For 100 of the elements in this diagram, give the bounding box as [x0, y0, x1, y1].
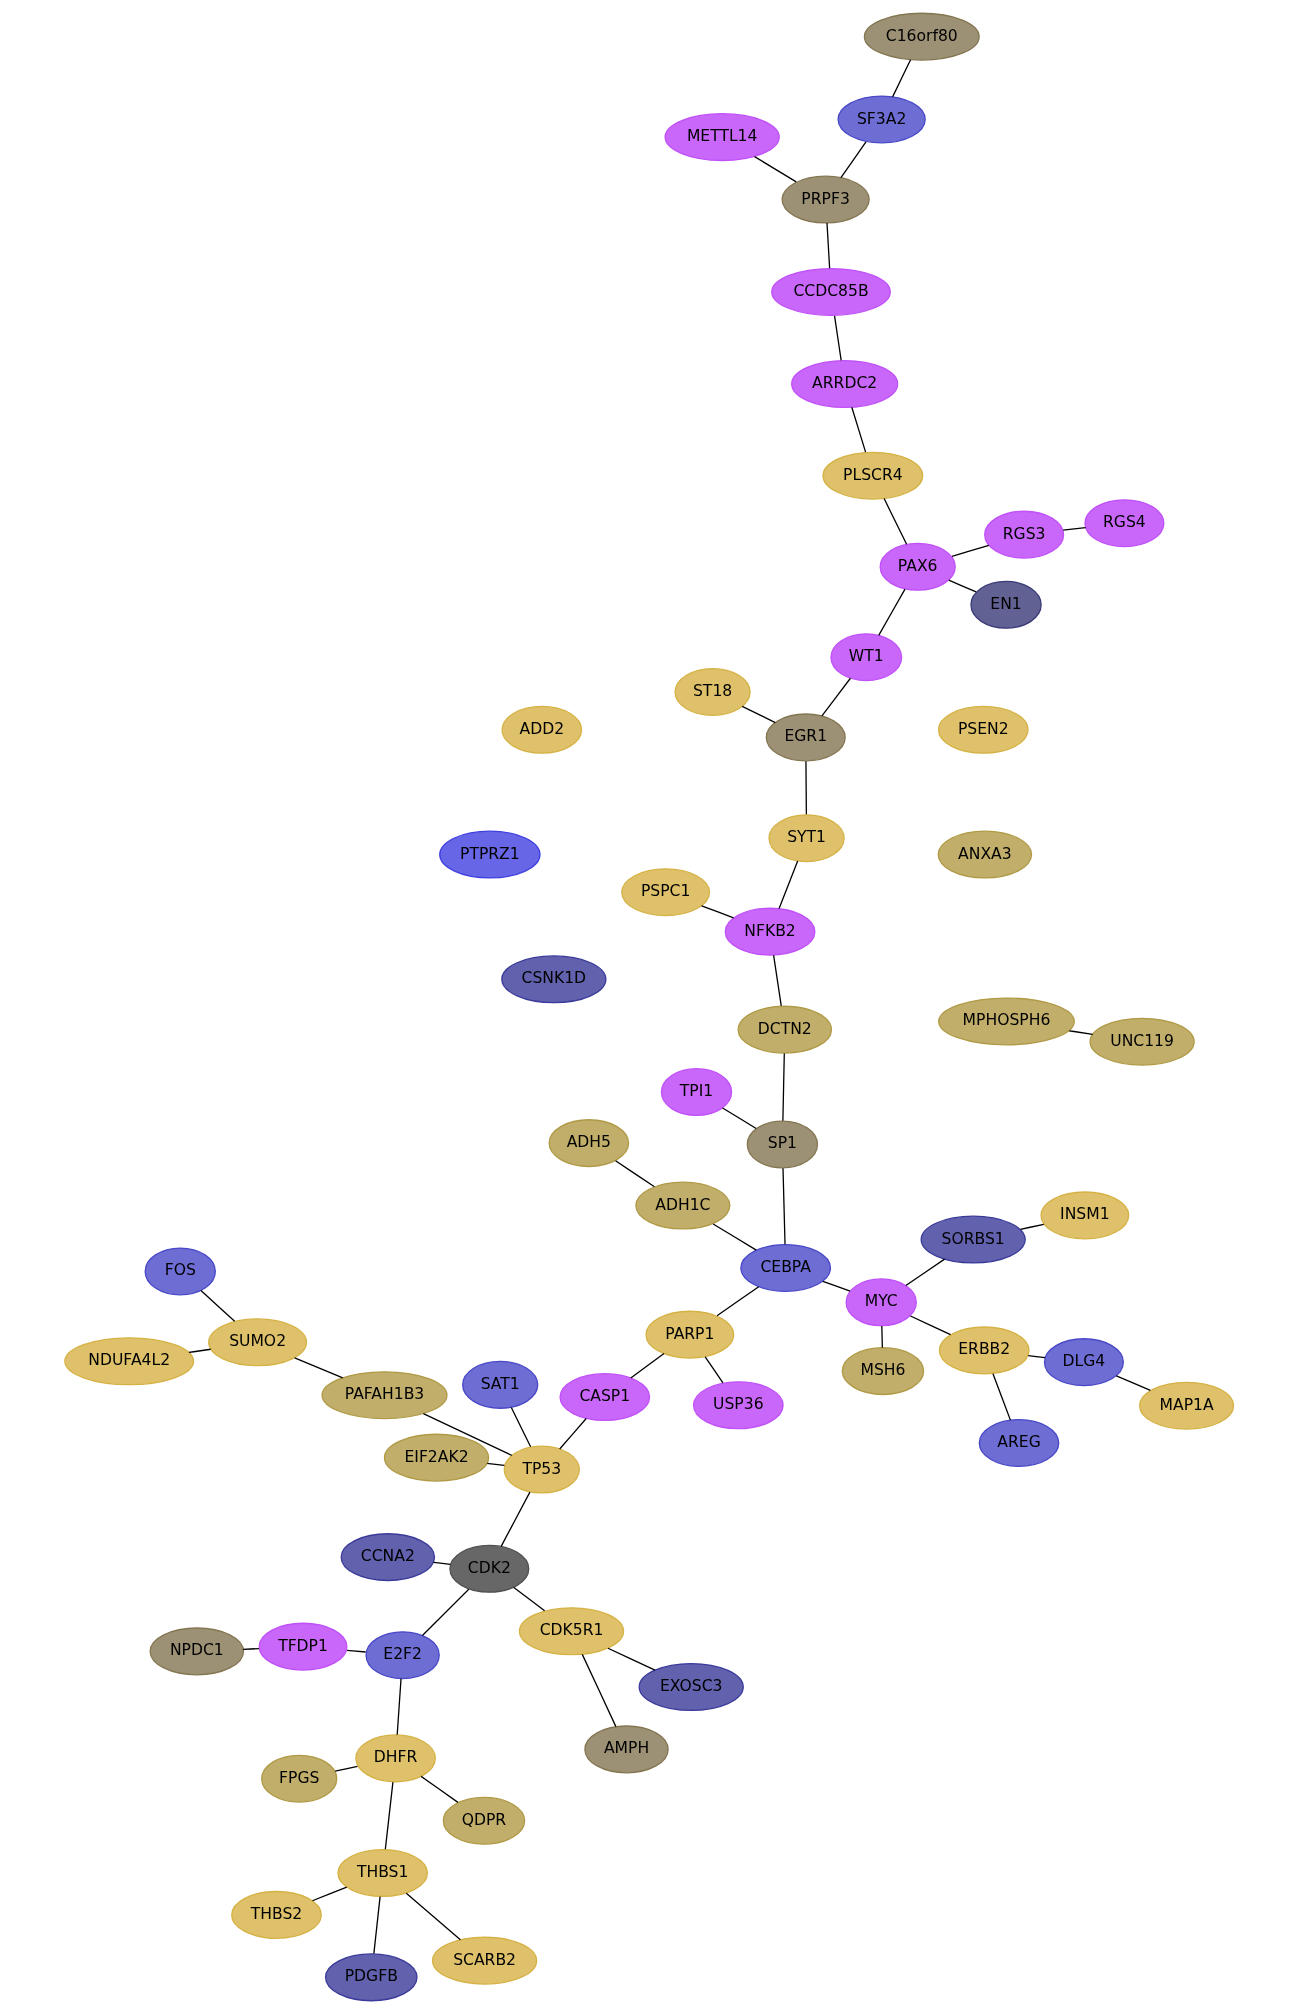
node-ellipse: FPGS [260, 1754, 337, 1803]
node-ellipse: QDPR [442, 1796, 525, 1845]
connector [700, 905, 734, 919]
node-ellipse: DLG4 [1043, 1338, 1124, 1387]
connector [486, 1462, 505, 1466]
node-ellipse: ERBB2 [938, 1326, 1030, 1375]
connector [772, 954, 782, 1007]
connector [512, 1586, 545, 1612]
connector [839, 141, 867, 179]
connector [405, 1892, 461, 1941]
connector [909, 1315, 951, 1336]
node-ellipse: TFDP1 [258, 1622, 347, 1671]
connector [500, 1491, 531, 1548]
node-ellipse: PAX6 [879, 542, 956, 591]
connector [1062, 527, 1086, 531]
node-ellipse: ST18 [673, 667, 751, 717]
node-ellipse: MAP1A [1138, 1381, 1234, 1430]
node-ellipse: THBS2 [230, 1890, 322, 1939]
node-ellipse: MYC [845, 1278, 917, 1327]
node-ellipse: PARP1 [644, 1310, 734, 1359]
connector [420, 1775, 459, 1804]
connector [432, 1561, 451, 1565]
node-ellipse: INSM1 [1039, 1191, 1129, 1240]
node-ellipse: CCDC85B [770, 267, 891, 316]
node-ellipse: EXOSC3 [638, 1662, 744, 1712]
node-ellipse: EGR1 [765, 713, 846, 762]
connector [825, 222, 830, 269]
node-ellipse: TP53 [503, 1445, 580, 1494]
node-ellipse: CCNA2 [340, 1533, 435, 1582]
node-ellipse: SAT1 [461, 1360, 538, 1409]
node-ellipse: MPHOSPH6 [937, 997, 1075, 1046]
connector [820, 677, 851, 717]
node-ellipse: CEBPA [739, 1243, 831, 1292]
connector [334, 1765, 358, 1772]
connector [804, 760, 807, 815]
connector [372, 1895, 381, 1955]
node-ellipse: ANXA3 [937, 830, 1032, 879]
node-ellipse: SORBS1 [920, 1215, 1026, 1264]
node-ellipse: E2F2 [364, 1631, 440, 1680]
node-ellipse: EIF2AK2 [383, 1433, 489, 1482]
connector [991, 1373, 1011, 1421]
connector [606, 1647, 656, 1671]
connector [781, 1167, 786, 1245]
node-ellipse: PTPRZ1 [438, 830, 541, 879]
connector [558, 1417, 587, 1450]
node-ellipse: METTL14 [663, 113, 780, 162]
node-ellipse: CSNK1D [500, 955, 606, 1004]
connector [715, 1286, 759, 1317]
node-ellipse: DCTN2 [737, 1005, 832, 1054]
node-ellipse: SCARB2 [431, 1936, 537, 1985]
connector [1019, 1223, 1044, 1230]
node-ellipse: C16orf80 [863, 12, 980, 61]
node-ellipse: MSH6 [841, 1347, 924, 1396]
connector [629, 1352, 665, 1379]
connector [753, 155, 797, 183]
connector [241, 1648, 260, 1650]
connector [947, 579, 977, 593]
connector [422, 1412, 512, 1456]
connector [891, 59, 911, 98]
node-ellipse: USP36 [692, 1381, 784, 1430]
connector [1115, 1375, 1151, 1391]
connector [704, 1356, 724, 1384]
connector [345, 1649, 366, 1653]
node-ellipse: SYT1 [767, 814, 845, 863]
connector [1068, 1030, 1093, 1035]
node-ellipse: TPI1 [660, 1068, 732, 1117]
node-ellipse: PRPF3 [780, 175, 870, 224]
connector [712, 1223, 757, 1251]
connector [904, 1258, 945, 1287]
connector [721, 1107, 757, 1130]
node-ellipse: ADH1C [634, 1181, 730, 1230]
node-ellipse: ADD2 [501, 705, 582, 754]
node-ellipse: ARRDC2 [790, 359, 898, 409]
connector [950, 544, 989, 558]
node-ellipse: AREG [978, 1418, 1059, 1468]
node-ellipse: NPDC1 [149, 1627, 244, 1676]
connector [187, 1348, 211, 1354]
connector [311, 1886, 347, 1902]
node-ellipse: SF3A2 [837, 95, 926, 144]
connector [293, 1357, 343, 1379]
node-ellipse: RGS4 [1083, 499, 1164, 548]
node-ellipse: SP1 [746, 1120, 818, 1169]
node-ellipse: THBS1 [336, 1848, 428, 1898]
node-ellipse: NFKB2 [724, 907, 815, 956]
node-ellipse: PLSCR4 [821, 451, 923, 500]
connector [581, 1653, 617, 1728]
connector [880, 1325, 883, 1349]
node-ellipse: WT1 [829, 633, 902, 682]
node-ellipse: PSPC1 [620, 868, 710, 917]
connector [614, 1160, 655, 1188]
connector [384, 1781, 394, 1850]
node-ellipse: EN1 [969, 580, 1042, 629]
connector [850, 406, 866, 453]
node-ellipse: RGS3 [983, 510, 1064, 559]
node-ellipse: CASP1 [558, 1373, 650, 1422]
connector [396, 1677, 402, 1736]
connector [741, 705, 776, 724]
node-ellipse: CDK2 [448, 1544, 529, 1593]
node-ellipse: SUMO2 [207, 1318, 307, 1367]
node-ellipse: CDK5R1 [518, 1607, 624, 1656]
